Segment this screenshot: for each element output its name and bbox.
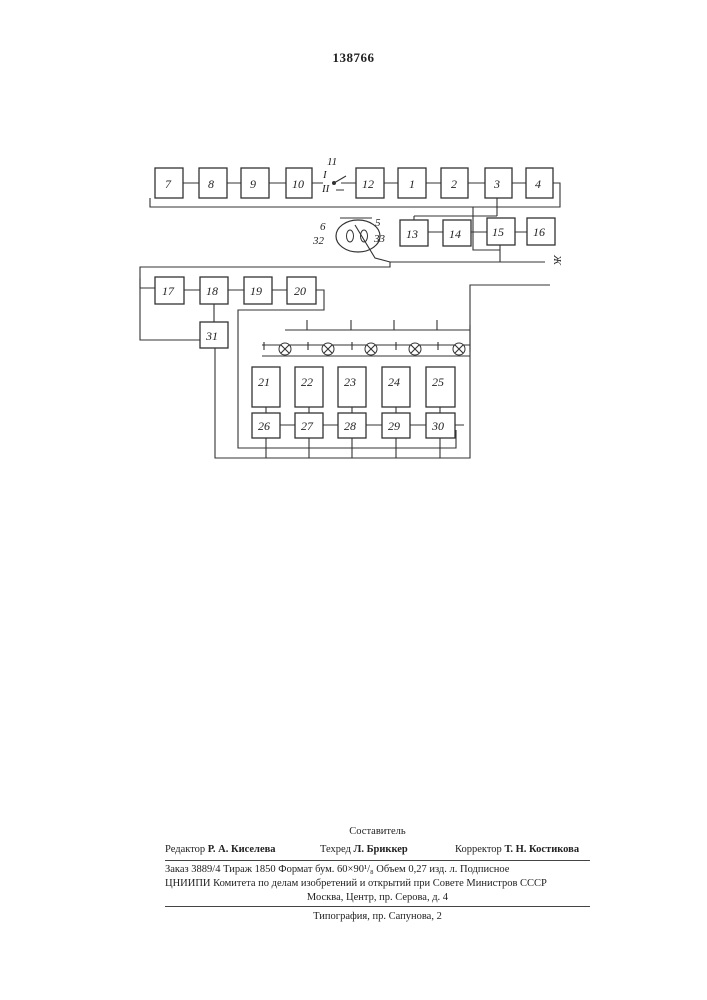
block-28: 28	[338, 413, 366, 438]
selector-label-33: 33	[373, 233, 386, 245]
editor-role: Редактор	[165, 844, 205, 855]
block-22: 22	[295, 367, 323, 407]
block-13: 13	[400, 220, 428, 246]
block-24: 24	[382, 367, 410, 407]
svg-text:4: 4	[535, 177, 541, 191]
svg-text:22: 22	[301, 375, 313, 389]
block-16: 16	[527, 218, 555, 245]
block-15: 15	[487, 218, 515, 245]
block-30: 30	[426, 413, 455, 438]
printer-line: Типография, пр. Сапунова, 2	[165, 911, 590, 922]
selector-label-5: 5	[375, 217, 381, 229]
divider	[165, 860, 590, 861]
svg-text:19: 19	[250, 284, 262, 298]
block-14: 14	[443, 220, 471, 246]
svg-text:12: 12	[362, 177, 374, 191]
block-1: 1	[398, 168, 426, 198]
organization-line: ЦНИИПИ Комитета по делам изобретений и о…	[165, 878, 547, 889]
block-27: 27	[295, 413, 323, 438]
svg-text:14: 14	[449, 227, 461, 241]
block-21: 21	[252, 367, 280, 407]
svg-text:8: 8	[208, 177, 214, 191]
block-31: 31	[200, 322, 228, 348]
svg-text:10: 10	[292, 177, 304, 191]
svg-text:26: 26	[258, 419, 270, 433]
svg-text:1: 1	[409, 177, 415, 191]
selector-label-32: 32	[312, 235, 325, 247]
tech-editor: Техред Л. Бриккер	[320, 844, 408, 855]
selector-contact	[347, 230, 354, 242]
side-mark: Ж	[551, 254, 563, 266]
block-17: 17	[155, 277, 184, 304]
block-10: 10	[286, 168, 312, 198]
corrector-name: Т. Н. Костикова	[504, 844, 579, 855]
svg-text:29: 29	[388, 419, 400, 433]
switch-pos1: I	[322, 169, 328, 181]
block-2: 2	[441, 168, 468, 198]
address-line: Москва, Центр, пр. Серова, д. 4	[165, 892, 590, 903]
svg-text:17: 17	[162, 284, 175, 298]
svg-text:18: 18	[206, 284, 218, 298]
svg-text:13: 13	[406, 227, 418, 241]
editor: Редактор Р. А. Киселева	[165, 844, 276, 855]
svg-text:31: 31	[205, 329, 218, 343]
block-4: 4	[526, 168, 553, 198]
svg-text:28: 28	[344, 419, 356, 433]
block-3: 3	[485, 168, 512, 198]
block-12: 12	[356, 168, 384, 198]
switch-pos2: II	[321, 183, 331, 195]
imprint: Составитель Редактор Р. А. Киселева Техр…	[165, 826, 590, 926]
order-line: Заказ 3889/4 Тираж 1850 Формат бум. 60×9…	[165, 864, 509, 875]
block-25: 25	[426, 367, 455, 407]
block-26: 26	[252, 413, 280, 438]
selector-label-6: 6	[320, 221, 326, 233]
svg-text:24: 24	[388, 375, 400, 389]
divider	[165, 906, 590, 907]
svg-text:3: 3	[493, 177, 500, 191]
block-9: 9	[241, 168, 269, 198]
svg-text:2: 2	[451, 177, 457, 191]
block-8: 8	[199, 168, 227, 198]
block-19: 19	[244, 277, 272, 304]
svg-text:16: 16	[533, 225, 545, 239]
compiler: Составитель	[165, 826, 590, 837]
block-18: 18	[200, 277, 228, 304]
switch-number: 11	[327, 156, 337, 168]
svg-text:15: 15	[492, 225, 504, 239]
corrector-role: Корректор	[455, 844, 502, 855]
svg-text:9: 9	[250, 177, 256, 191]
tech-name: Л. Бриккер	[354, 844, 408, 855]
editor-name: Р. А. Киселева	[208, 844, 276, 855]
corrector: Корректор Т. Н. Костикова	[455, 844, 579, 855]
svg-text:20: 20	[294, 284, 306, 298]
svg-text:27: 27	[301, 419, 314, 433]
block-7: 7	[155, 168, 183, 198]
block-23: 23	[338, 367, 366, 407]
svg-text:23: 23	[344, 375, 356, 389]
svg-text:30: 30	[431, 419, 444, 433]
block-29: 29	[382, 413, 410, 438]
tech-role: Техред	[320, 844, 351, 855]
svg-text:25: 25	[432, 375, 444, 389]
block-20: 20	[287, 277, 316, 304]
wire	[266, 407, 440, 413]
svg-text:7: 7	[165, 177, 172, 191]
svg-text:21: 21	[258, 375, 270, 389]
